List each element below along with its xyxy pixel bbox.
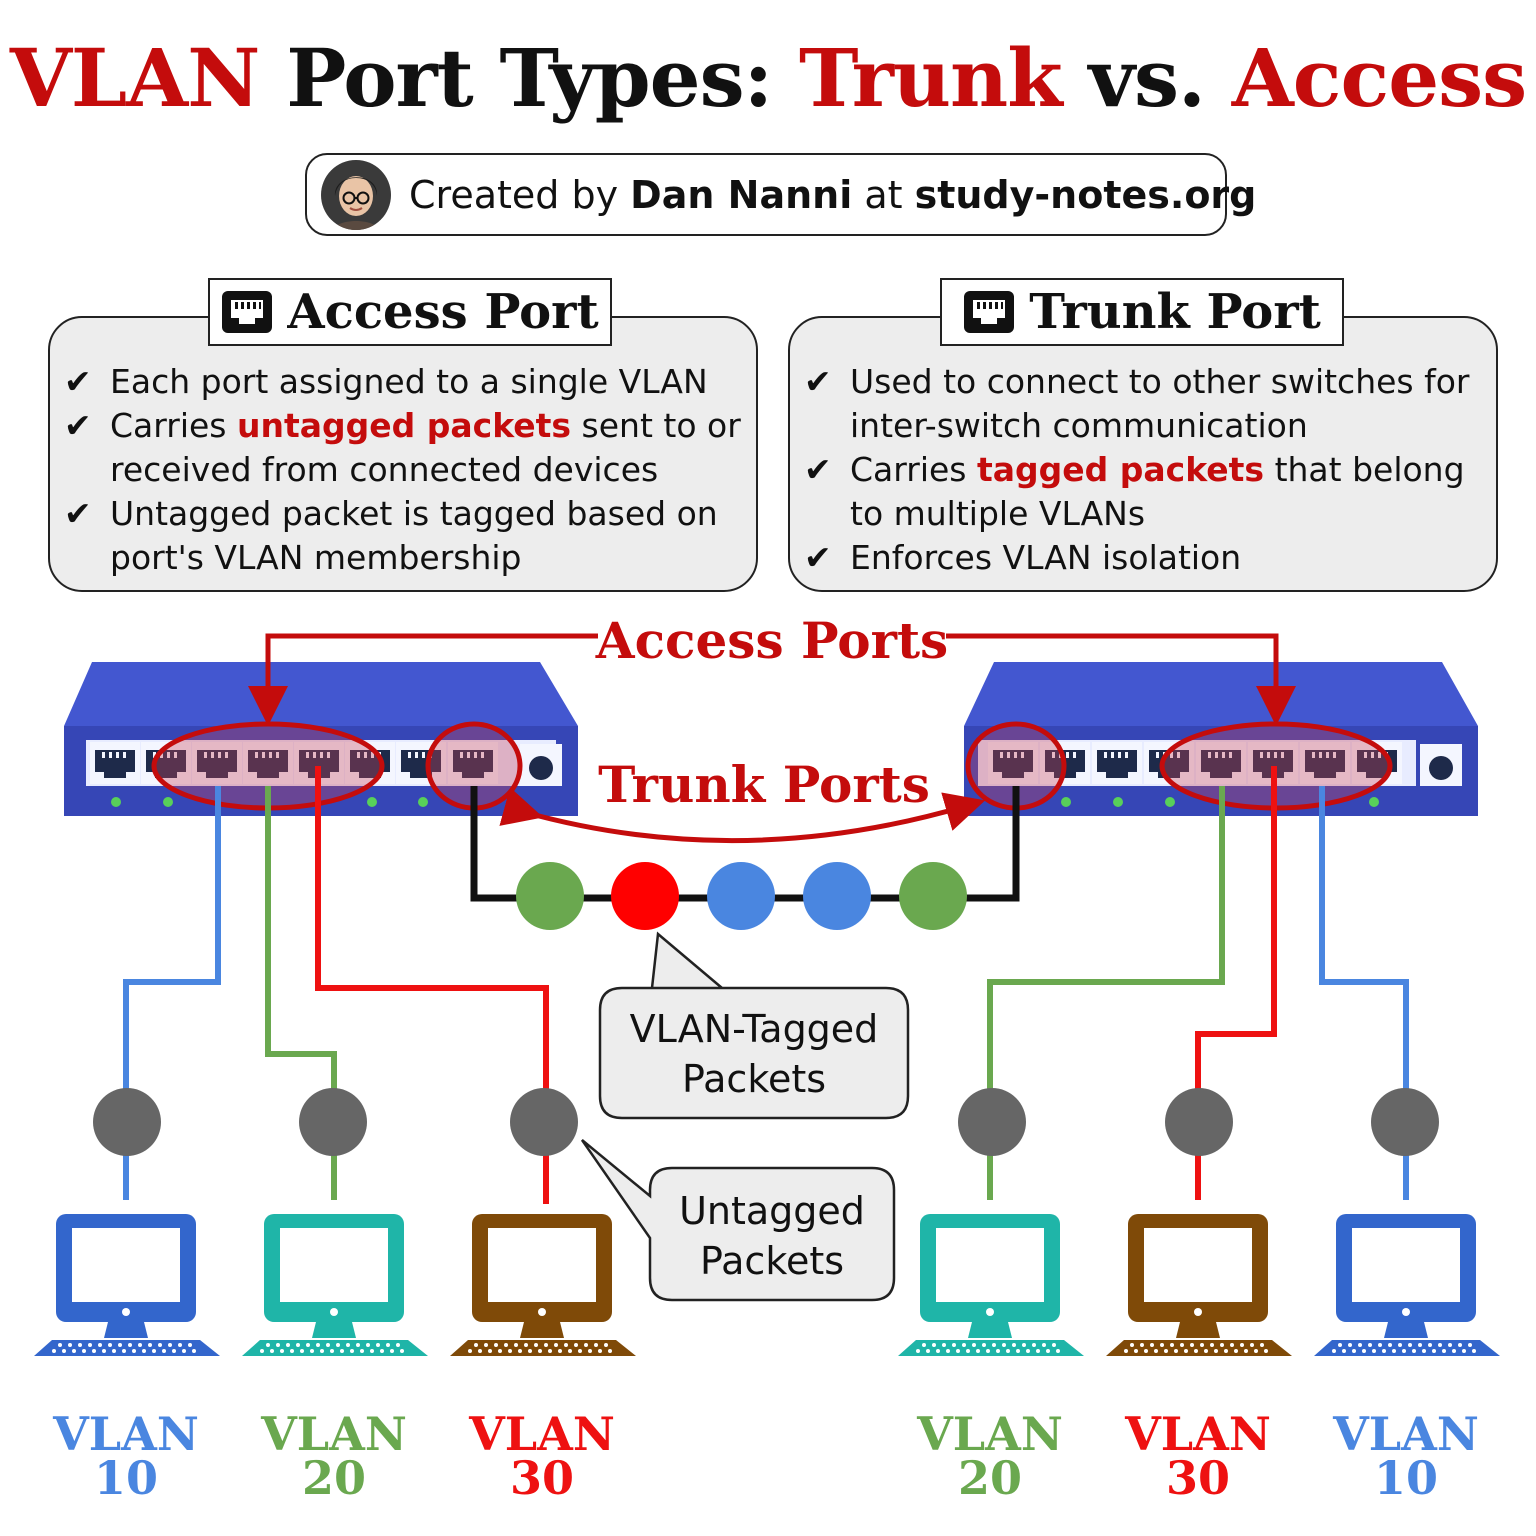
untagged-packet bbox=[93, 1088, 161, 1156]
untagged-packet bbox=[510, 1088, 578, 1156]
trunk-bullet-1: ✔ Used to connect to other switches for i… bbox=[804, 360, 1486, 448]
untagged-callout-line2: Packets bbox=[700, 1239, 844, 1283]
vlan-label-word: VLAN bbox=[1124, 1407, 1271, 1461]
right-switch bbox=[964, 662, 1478, 816]
title-access: Access bbox=[1231, 31, 1527, 125]
check-icon: ✔ bbox=[64, 406, 92, 445]
title-vs: vs. bbox=[1088, 31, 1205, 125]
computer-icon bbox=[242, 1214, 428, 1356]
access-bullet-2: ✔ Carries untagged packets sent to or rec… bbox=[64, 404, 746, 492]
packet-green bbox=[899, 862, 967, 930]
ethernet-port-icon bbox=[964, 291, 1015, 333]
packet-red bbox=[611, 862, 679, 930]
trunk-port-bullets: ✔ Used to connect to other switches for i… bbox=[804, 360, 1486, 580]
vlan-label-number: 20 bbox=[302, 1451, 366, 1505]
tagged-callout-line1: VLAN-Tagged bbox=[630, 1007, 879, 1051]
access-bullet-2-post: sent to or received from connected devic… bbox=[110, 406, 741, 489]
trunk-port-card: ✔ Used to connect to other switches for i… bbox=[788, 316, 1498, 592]
credit-middle: at bbox=[864, 172, 903, 217]
vlan-label-word: VLAN bbox=[52, 1407, 199, 1461]
access-bullet-3: ✔ Untagged packet is tagged based on port… bbox=[64, 492, 746, 580]
untagged-callout-line1: Untagged bbox=[679, 1189, 865, 1233]
vlan-label-word: VLAN bbox=[260, 1407, 407, 1461]
access-bullet-1: ✔ Each port assigned to a single VLAN bbox=[64, 360, 746, 404]
trunk-port-heading: Trunk Port bbox=[940, 278, 1344, 346]
access-bullet-2-pre: Carries bbox=[110, 406, 237, 445]
trunk-bullet-2-highlight: tagged packets bbox=[976, 450, 1265, 489]
tagged-callout-line2: Packets bbox=[682, 1057, 826, 1101]
tagged-packets-callout: VLAN-Tagged Packets bbox=[598, 931, 910, 1120]
title-vlan: VLAN bbox=[9, 31, 261, 125]
access-port-heading: Access Port bbox=[208, 278, 612, 346]
check-icon: ✔ bbox=[64, 494, 92, 533]
vlan-label-number: 30 bbox=[1166, 1451, 1230, 1505]
untagged-packets bbox=[93, 1088, 1439, 1156]
trunk-bullet-2: ✔ Carries tagged packets that belong to m… bbox=[804, 448, 1486, 536]
access-ports-label: Access Ports bbox=[595, 611, 948, 670]
computer-icon bbox=[1314, 1214, 1500, 1356]
credit-prefix: Created by bbox=[409, 172, 619, 217]
trunk-port-heading-text: Trunk Port bbox=[1029, 284, 1321, 340]
packet-blue bbox=[707, 862, 775, 930]
vlan-label-number: 10 bbox=[94, 1451, 158, 1505]
untagged-packets-callout: Untagged Packets bbox=[580, 1139, 896, 1302]
packet-green bbox=[516, 862, 584, 930]
title-trunk: Trunk bbox=[799, 31, 1063, 125]
trunk-ports-label: Trunk Ports bbox=[598, 755, 930, 814]
page-title: VLAN Port Types: Trunk vs. Access bbox=[0, 28, 1536, 128]
access-ports-arrow-left bbox=[248, 633, 598, 726]
trunk-ports-arrow bbox=[499, 787, 986, 844]
vlan-label-number: 30 bbox=[510, 1451, 574, 1505]
tagged-packets bbox=[516, 862, 967, 930]
access-bullet-3-text: Untagged packet is tagged based on port'… bbox=[110, 494, 718, 577]
trunk-bullet-3: ✔ Enforces VLAN isolation bbox=[804, 536, 1486, 580]
access-port-bullets: ✔ Each port assigned to a single VLAN ✔ Ca… bbox=[64, 360, 746, 580]
vlan-label-number: 10 bbox=[1374, 1451, 1438, 1505]
check-icon: ✔ bbox=[64, 362, 92, 401]
trunk-bullet-2-pre: Carries bbox=[850, 450, 977, 489]
computer-icon bbox=[1106, 1214, 1292, 1356]
check-icon: ✔ bbox=[804, 538, 832, 577]
trunk-bullet-3-text: Enforces VLAN isolation bbox=[850, 538, 1242, 577]
avatar bbox=[321, 159, 391, 230]
trunk-bullet-1-text: Used to connect to other switches for in… bbox=[850, 362, 1470, 445]
packet-blue bbox=[803, 862, 871, 930]
vlan-label-word: VLAN bbox=[1332, 1407, 1479, 1461]
title-port-types: Port Types: bbox=[286, 31, 773, 125]
trunk-bullet-2-post: that belong to multiple VLANs bbox=[850, 450, 1465, 533]
access-ports-arrow-right bbox=[946, 633, 1296, 726]
check-icon: ✔ bbox=[804, 450, 832, 489]
access-port-heading-text: Access Port bbox=[287, 284, 599, 340]
untagged-packet bbox=[1371, 1088, 1439, 1156]
vlan-label-word: VLAN bbox=[916, 1407, 1063, 1461]
computer-icon bbox=[898, 1214, 1084, 1356]
access-bullet-1-text: Each port assigned to a single VLAN bbox=[110, 362, 708, 401]
untagged-packet bbox=[958, 1088, 1026, 1156]
computer-icon bbox=[34, 1214, 220, 1356]
credit-banner: Created by Dan Nanni at study-notes.org bbox=[305, 153, 1256, 236]
access-bullet-2-highlight: untagged packets bbox=[236, 406, 572, 445]
left-switch bbox=[64, 662, 578, 816]
vlan-label-word: VLAN bbox=[468, 1407, 615, 1461]
computer-icon bbox=[450, 1214, 636, 1356]
ethernet-port-icon bbox=[222, 291, 273, 333]
credit-site-link[interactable]: study-notes.org bbox=[914, 172, 1257, 217]
vlan-label-number: 20 bbox=[958, 1451, 1022, 1505]
credit-author: Dan Nanni bbox=[630, 172, 853, 217]
access-port-card: ✔ Each port assigned to a single VLAN ✔ Ca… bbox=[48, 316, 758, 592]
check-icon: ✔ bbox=[804, 362, 832, 401]
untagged-packet bbox=[299, 1088, 367, 1156]
untagged-packet bbox=[1165, 1088, 1233, 1156]
